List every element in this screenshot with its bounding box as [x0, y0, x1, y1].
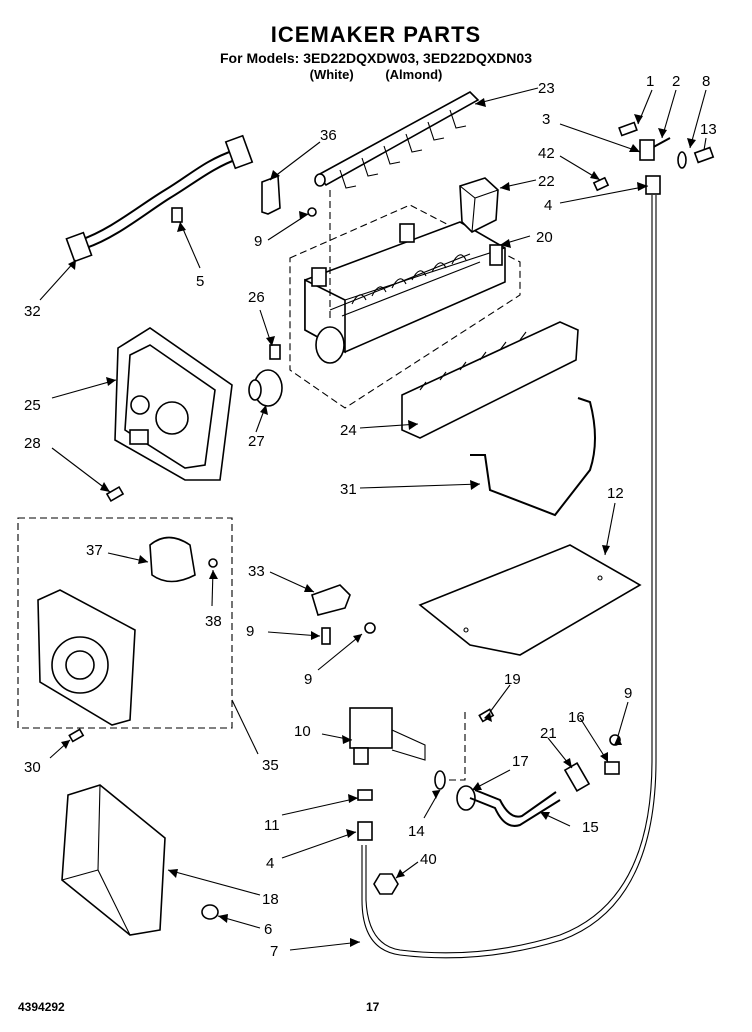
- model-colors: (White) (Almond): [0, 67, 752, 82]
- label-3: 3: [542, 111, 550, 128]
- gear-housing: [37, 589, 136, 726]
- clamp-16: [604, 761, 620, 775]
- thermostat-26: [269, 344, 281, 360]
- label-12: 12: [607, 485, 624, 502]
- housing-cover: [61, 784, 166, 936]
- leader-lines: [39, 87, 707, 951]
- label-4-lower: 4: [266, 855, 274, 872]
- rake-24: [401, 321, 579, 439]
- nut-40: [373, 873, 399, 895]
- screw-9-mid: [321, 622, 376, 645]
- water-valve: [349, 707, 426, 765]
- leader-arrowheads: [61, 98, 696, 947]
- label-1: 1: [646, 73, 654, 90]
- label-24: 24: [340, 422, 357, 439]
- label-9-right: 9: [624, 685, 632, 702]
- fastener-6: [201, 904, 219, 920]
- screw-9-top: [307, 207, 317, 217]
- grommet-17: [456, 785, 476, 811]
- cover-12: [418, 544, 642, 656]
- label-13: 13: [700, 121, 717, 138]
- page-title: ICEMAKER PARTS: [270, 22, 482, 47]
- label-37: 37: [86, 542, 103, 559]
- label-23: 23: [538, 80, 555, 97]
- part-labels: 1 2 8 3 13 42 22 4 23 36 9 20 5 32 26 25…: [24, 73, 717, 960]
- bail-arm: [470, 397, 596, 517]
- label-2: 2: [672, 73, 680, 90]
- bracket-33: [311, 584, 351, 616]
- label-26: 26: [248, 289, 265, 306]
- label-30: 30: [24, 759, 41, 776]
- motor-assembly-boundary: [17, 517, 233, 729]
- label-28: 28: [24, 435, 41, 452]
- label-15: 15: [582, 819, 599, 836]
- label-9-top: 9: [254, 233, 262, 250]
- label-35: 35: [262, 757, 279, 774]
- color-white: (White): [309, 67, 354, 82]
- screw-30: [68, 728, 85, 743]
- label-9-mid: 9: [246, 623, 254, 640]
- label-10: 10: [294, 723, 311, 740]
- label-16: 16: [568, 709, 585, 726]
- label-36: 36: [320, 127, 337, 144]
- label-17: 17: [512, 753, 529, 770]
- label-22: 22: [538, 173, 555, 190]
- label-20: 20: [536, 229, 553, 246]
- label-21: 21: [540, 725, 557, 742]
- label-14: 14: [408, 823, 425, 840]
- motor-37: [149, 536, 196, 583]
- label-33: 33: [248, 563, 265, 580]
- inlet-fittings: [592, 121, 715, 195]
- label-42: 42: [538, 145, 555, 162]
- icemaker-assembly-boundary: [289, 204, 521, 409]
- icemaker-module: [114, 327, 233, 481]
- clip-5: [171, 207, 183, 223]
- document-number: 4394292: [18, 1000, 65, 1014]
- label-18: 18: [262, 891, 279, 908]
- label-27: 27: [248, 433, 265, 450]
- ejector: [314, 91, 480, 189]
- bracket-36: [261, 174, 281, 215]
- model-numbers: For Models: 3ED22DQXDW03, 3ED22DQXDN03: [220, 50, 532, 66]
- label-9-lower: 9: [304, 671, 312, 688]
- icemaker-mold: [304, 221, 506, 364]
- label-19: 19: [504, 671, 521, 688]
- page-number: 17: [366, 1000, 380, 1014]
- label-31: 31: [340, 481, 357, 498]
- label-5: 5: [196, 273, 204, 290]
- screw-28: [105, 485, 125, 503]
- fill-tube: [469, 797, 561, 827]
- label-4-top: 4: [544, 197, 552, 214]
- label-7: 7: [270, 943, 278, 960]
- screw-38: [208, 558, 218, 568]
- label-11: 11: [264, 817, 280, 834]
- label-25: 25: [24, 397, 41, 414]
- fill-cup: [459, 177, 499, 233]
- label-40: 40: [420, 851, 437, 868]
- fitting-27: [248, 369, 283, 407]
- water-supply-line: [365, 195, 653, 954]
- plug-21: [563, 762, 591, 792]
- wire-harness: [65, 134, 254, 263]
- label-38: 38: [205, 613, 222, 630]
- washer-14: [434, 770, 446, 790]
- label-8: 8: [702, 73, 710, 90]
- color-almond: (Almond): [385, 67, 443, 82]
- label-32: 32: [24, 303, 41, 320]
- label-6: 6: [264, 921, 272, 938]
- fitting-4-lower: [357, 821, 373, 841]
- nut-11: [357, 789, 373, 801]
